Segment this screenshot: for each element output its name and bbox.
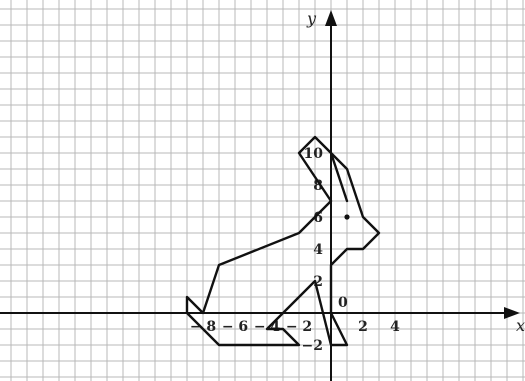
rabbit-figure [185,135,381,347]
y-axis-name: y [306,9,317,28]
x-tick-label: 2 [358,319,368,335]
x-axis-name: x [516,316,525,335]
x-tick-label: − 2 [286,319,312,335]
x-tick-label: − 6 [222,319,248,335]
y-tick-label: 2 [313,274,323,290]
body-outline [185,135,381,347]
y-tick-label: 8 [313,178,323,194]
origin-label: 0 [338,295,348,311]
y-tick-label: 10 [304,146,324,162]
x-axis-arrow-icon [504,307,520,319]
x-tick-label: 4 [390,319,400,335]
inner-ear-line [329,151,349,203]
y-tick-label: 6 [313,210,323,226]
x-tick-label: − 4 [254,319,281,335]
y-tick-label: 4 [313,242,323,258]
eye-point [344,214,350,220]
y-axis-arrow-icon [325,10,337,26]
y-tick-label: −2 [302,338,323,354]
